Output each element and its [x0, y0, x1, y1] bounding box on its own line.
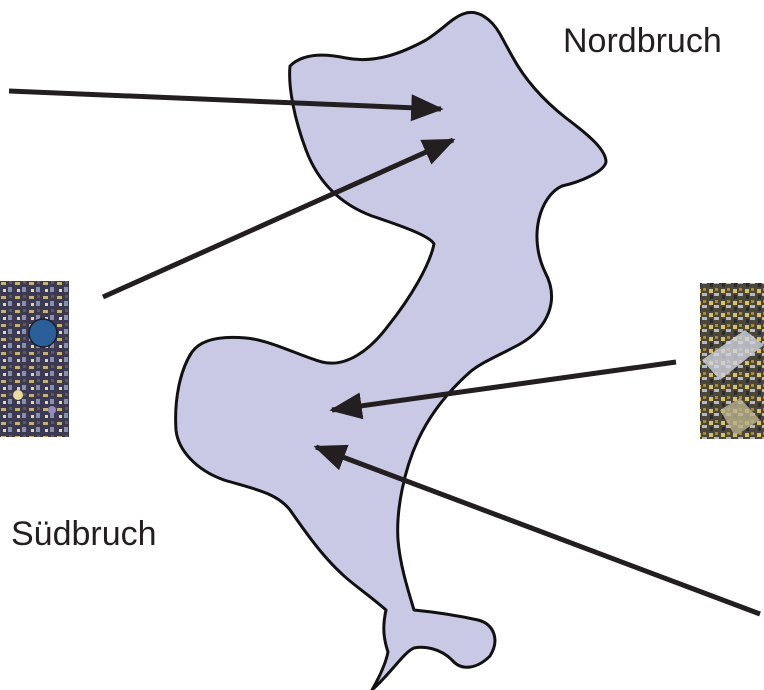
arrow-to-suedbruch-1 — [329, 359, 677, 420]
arrow-to-nordbruch-2 — [101, 137, 456, 300]
thin-section-left-image — [0, 281, 69, 437]
quarry-outline — [174, 11, 608, 690]
thin-section-right-image — [700, 283, 764, 439]
arrow-to-nordbruch-1 — [8, 88, 444, 122]
label-suedbruch: Südbruch — [11, 515, 157, 553]
label-nordbruch: Nordbruch — [563, 22, 722, 60]
arrow-to-suedbruch-2 — [313, 444, 761, 617]
